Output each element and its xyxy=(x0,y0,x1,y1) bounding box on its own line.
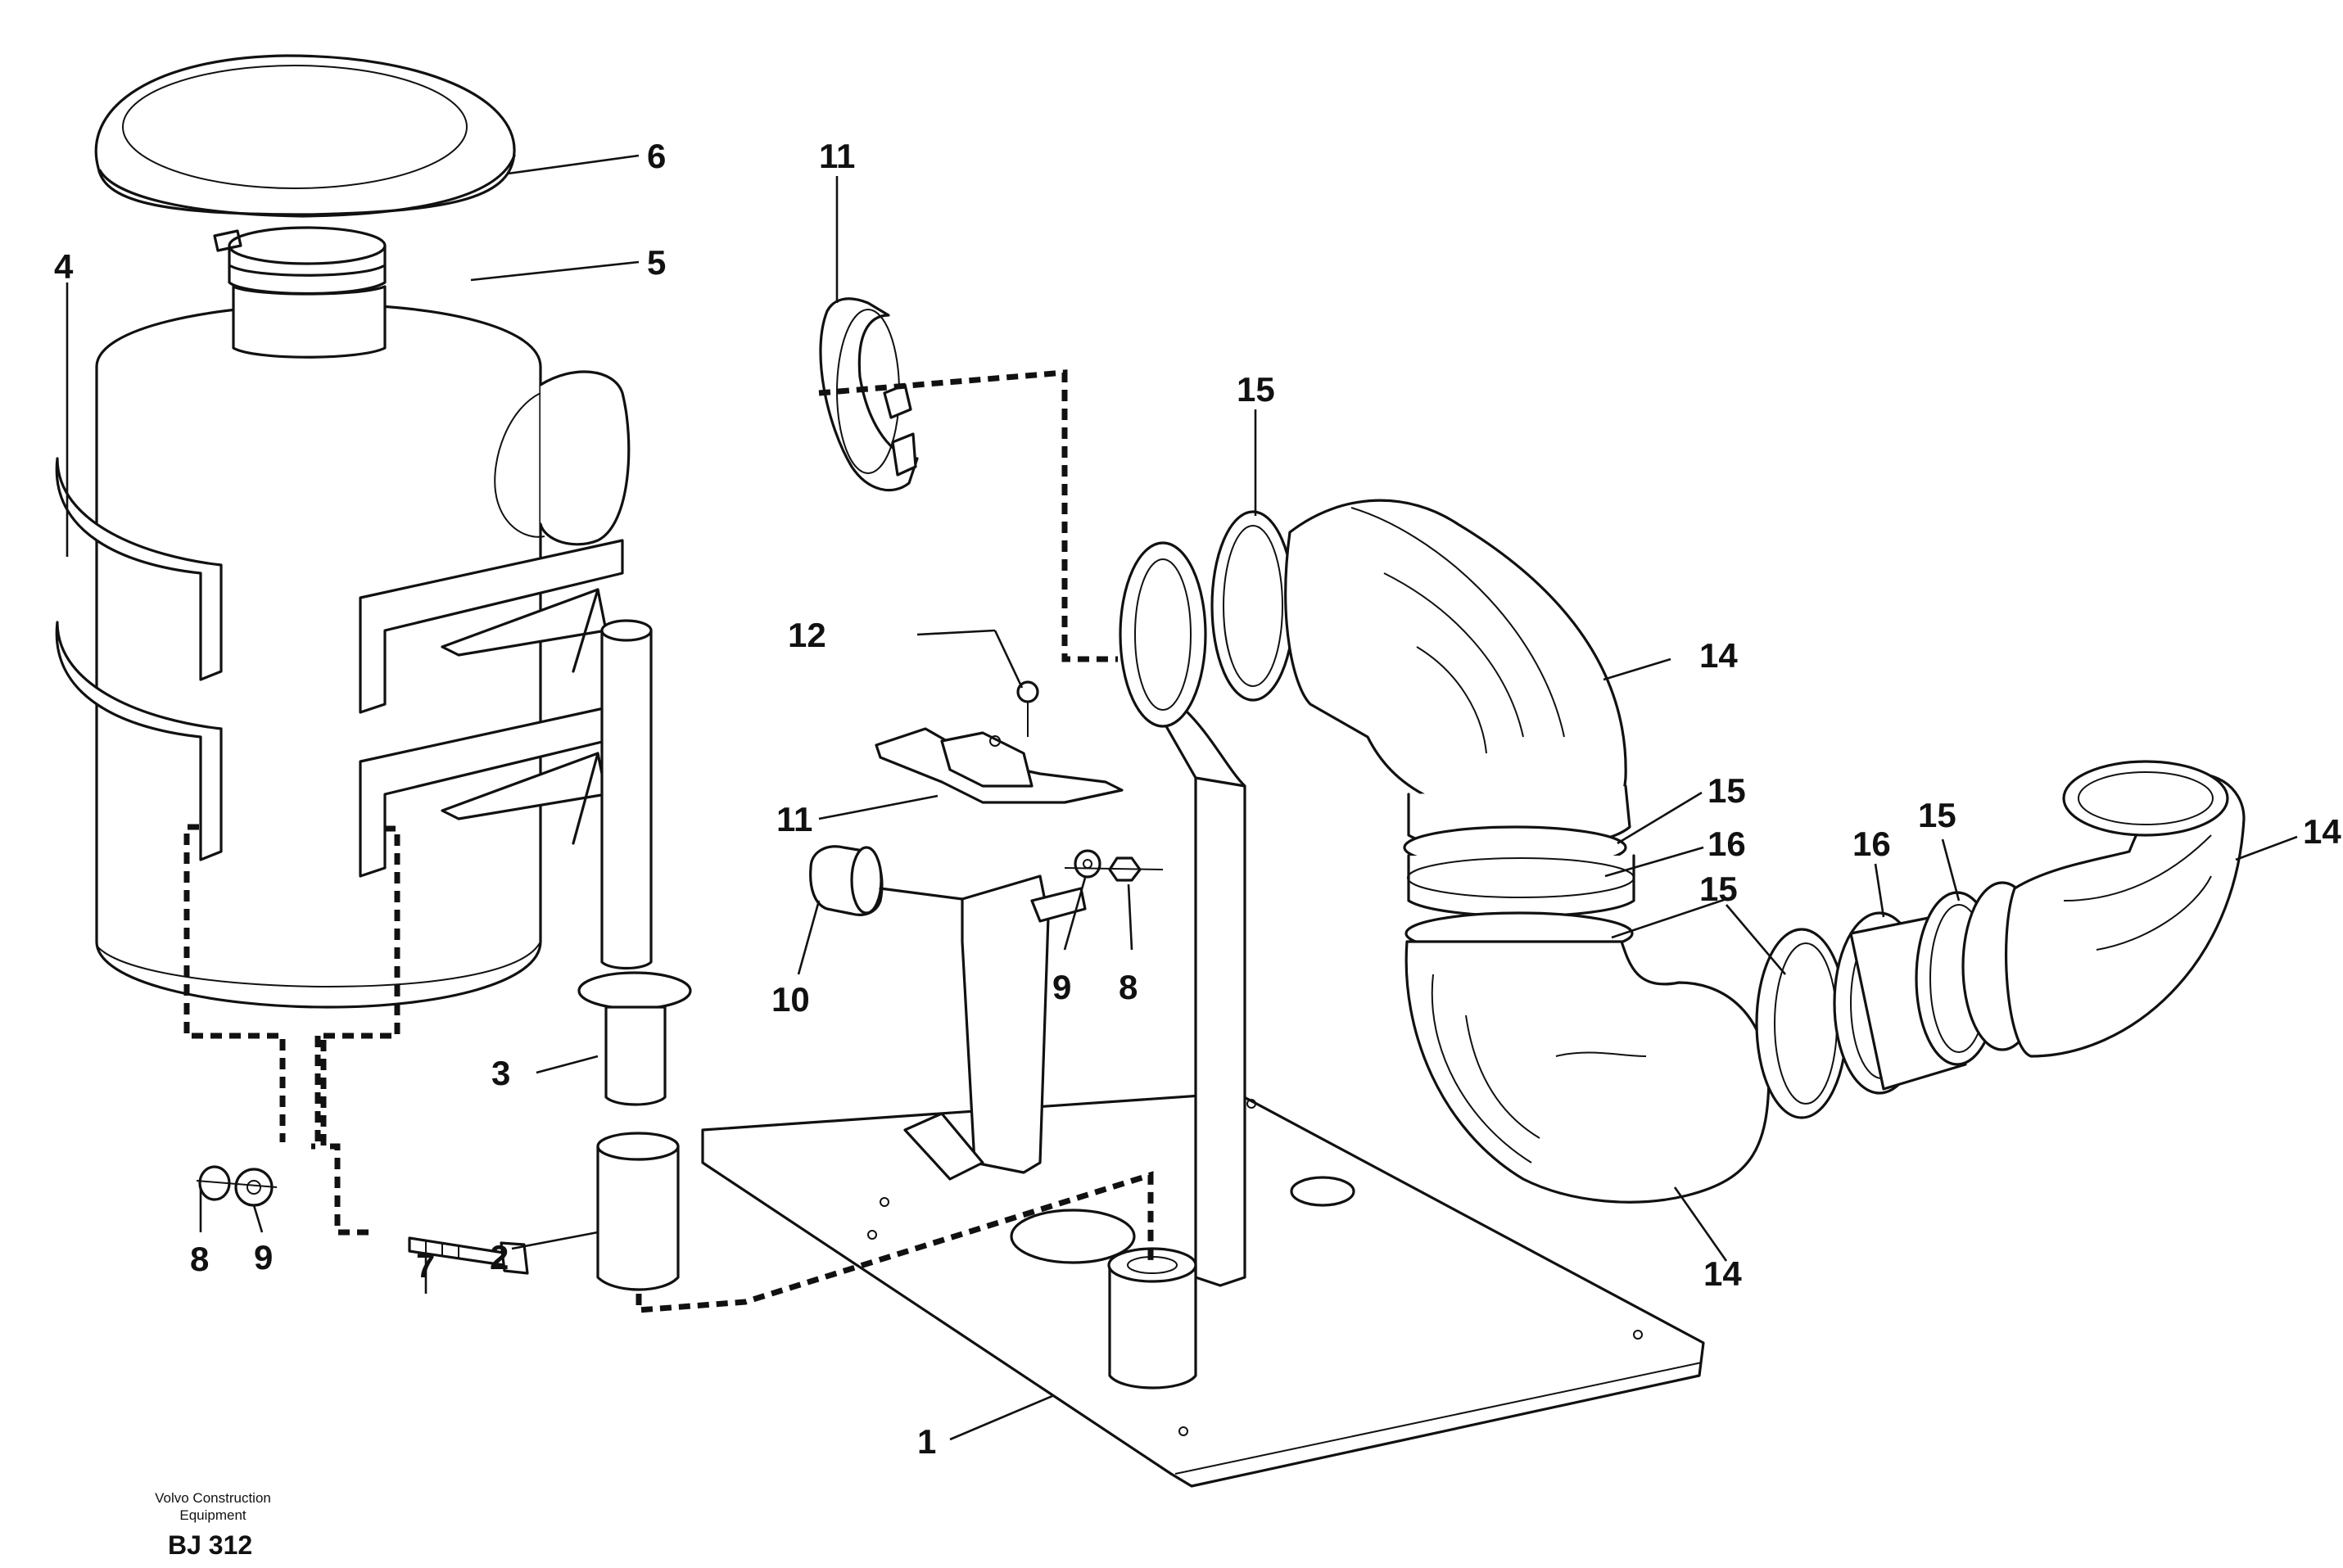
label-part-7: 7 xyxy=(416,1246,435,1285)
callout-labels: 6 5 4 11 15 12 11 10 9 8 3 2 7 8 9 1 14 … xyxy=(54,137,2341,1461)
assembly-dashed-lines xyxy=(183,369,1154,1313)
label-part-16-right: 16 xyxy=(1852,825,1891,863)
label-part-5: 5 xyxy=(647,243,666,282)
clamp-ring xyxy=(819,297,919,492)
label-part-2: 2 xyxy=(490,1238,509,1277)
footer-code: BJ 312 xyxy=(168,1530,252,1560)
label-part-14-right: 14 xyxy=(2303,812,2341,851)
label-part-3: 3 xyxy=(491,1054,510,1092)
label-part-9-right: 9 xyxy=(1052,968,1071,1006)
vertical-post xyxy=(1107,711,1246,1390)
label-part-16-mid: 16 xyxy=(1707,825,1746,863)
label-part-13: 11 xyxy=(819,137,855,175)
label-part-9-left: 9 xyxy=(254,1238,273,1277)
label-part-11: 11 xyxy=(776,800,812,838)
right-elbow-hose xyxy=(2005,760,2246,1058)
label-part-14-upper: 14 xyxy=(1699,636,1738,675)
label-part-6: 6 xyxy=(647,137,666,175)
label-part-12: 12 xyxy=(788,616,826,654)
label-part-15-lower: 15 xyxy=(1699,870,1738,908)
footer-company-line2: Equipment xyxy=(179,1507,247,1523)
label-part-8-left: 8 xyxy=(190,1240,209,1278)
footer-company-line1: Volvo Construction xyxy=(155,1490,271,1506)
footer: Volvo Construction Equipment BJ 312 xyxy=(155,1490,271,1560)
stand-pipe xyxy=(577,619,692,1291)
cap-clamp xyxy=(213,226,387,296)
label-part-4: 4 xyxy=(54,247,74,286)
label-part-1: 1 xyxy=(917,1422,936,1461)
nut-washer-left xyxy=(196,1165,278,1207)
label-part-15-top: 15 xyxy=(1237,370,1275,409)
bolt xyxy=(408,1236,529,1275)
latch-assembly xyxy=(809,680,1164,1181)
label-part-14-lower: 14 xyxy=(1703,1254,1742,1293)
mounting-straps xyxy=(55,457,624,878)
label-part-15-mid: 15 xyxy=(1707,771,1746,810)
label-part-15-right: 15 xyxy=(1918,796,1956,834)
label-part-8-right: 8 xyxy=(1119,968,1138,1006)
label-part-10: 10 xyxy=(771,980,810,1019)
leader-lines xyxy=(66,154,2298,1441)
base-plate xyxy=(701,1091,1705,1488)
rain-cap xyxy=(94,54,516,218)
